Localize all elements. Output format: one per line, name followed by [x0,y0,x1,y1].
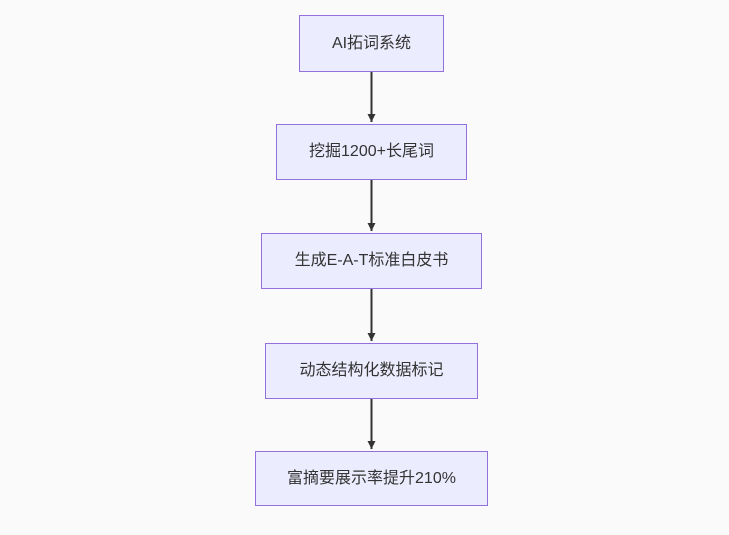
flow-node-rich-snippet-result: 富摘要展示率提升210% [255,451,488,506]
flow-node-ai-word-expansion: AI拓词系统 [299,15,444,72]
flow-node-label: 生成E-A-T标准白皮书 [294,252,449,270]
flow-node-label: AI拓词系统 [331,34,412,52]
flow-node-eat-whitepaper: 生成E-A-T标准白皮书 [261,233,482,289]
flow-node-label: 富摘要展示率提升210% [287,469,456,487]
flow-node-structured-data: 动态结构化数据标记 [265,343,478,399]
flow-node-label: 挖掘1200+长尾词 [309,143,434,161]
flow-node-longtail-mining: 挖掘1200+长尾词 [276,124,467,180]
flow-node-label: 动态结构化数据标记 [299,362,444,380]
